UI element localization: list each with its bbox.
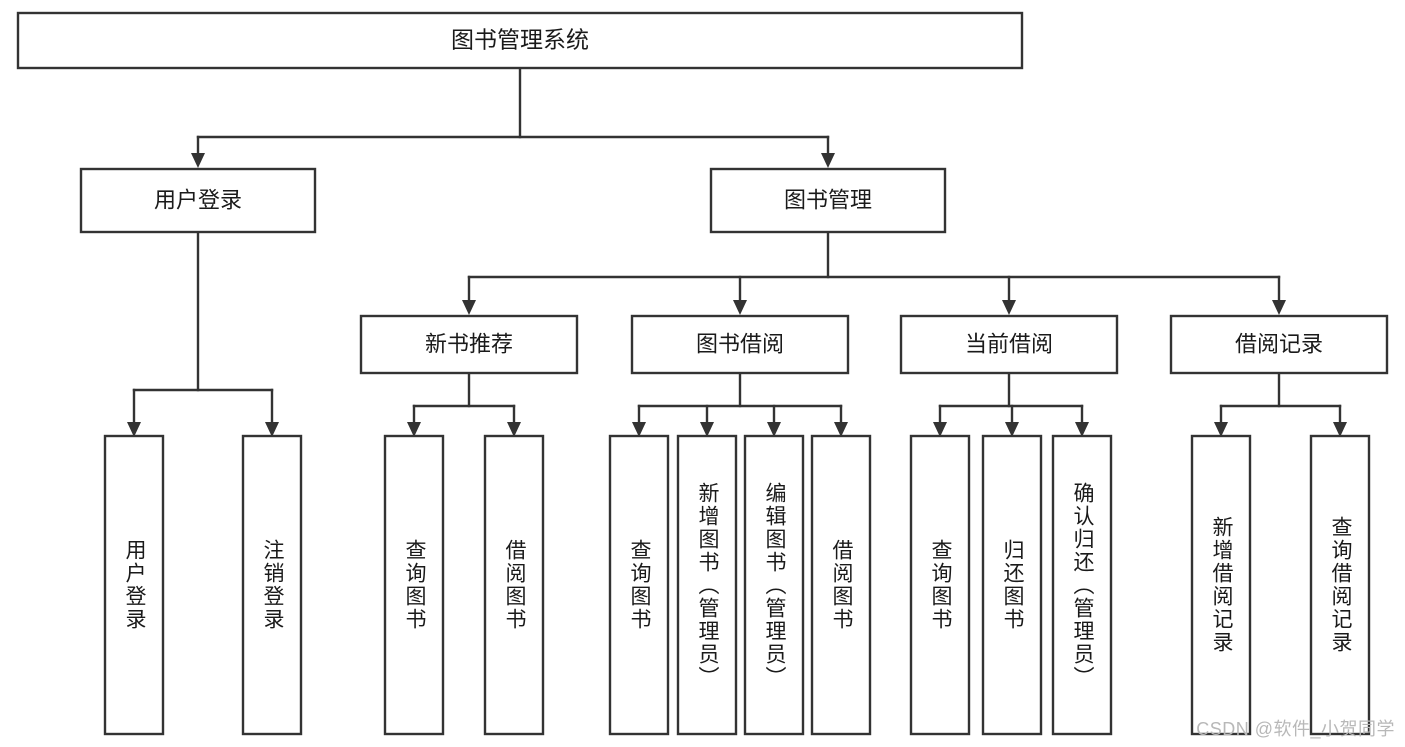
node-label-level3-1: 图书借阅 bbox=[696, 331, 784, 356]
node-label-root: 图书管理系统 bbox=[451, 27, 589, 53]
node-label-level3-0: 新书推荐 bbox=[425, 331, 513, 356]
node-box-leaf-11[interactable] bbox=[1190, 434, 1252, 736]
arrow-head-icon bbox=[1002, 300, 1016, 315]
node-box-leaf-8[interactable] bbox=[909, 434, 971, 736]
node-box-leaf-5[interactable] bbox=[676, 434, 738, 736]
arrow-head-icon bbox=[1005, 422, 1019, 437]
arrow-head-icon bbox=[191, 153, 205, 168]
arrow-head-icon bbox=[407, 422, 421, 437]
node-box-leaf-1[interactable] bbox=[241, 434, 303, 736]
node-boxes-layer bbox=[16, 11, 1389, 736]
arrow-head-icon bbox=[632, 422, 646, 437]
node-box-leaf-7[interactable] bbox=[810, 434, 872, 736]
arrow-head-icon bbox=[507, 422, 521, 437]
arrow-head-icon bbox=[1272, 300, 1286, 315]
node-box-leaf-6[interactable] bbox=[743, 434, 805, 736]
arrow-head-icon bbox=[127, 422, 141, 437]
node-box-level3-2[interactable] bbox=[899, 314, 1119, 375]
watermark-text: CSDN @软件_小贺同学 bbox=[1196, 719, 1395, 739]
arrow-head-icon bbox=[821, 153, 835, 168]
node-label-level3-3: 借阅记录 bbox=[1235, 331, 1323, 356]
arrow-head-icon bbox=[1333, 422, 1347, 437]
node-box-leaf-3[interactable] bbox=[483, 434, 545, 736]
node-box-leaf-2[interactable] bbox=[383, 434, 445, 736]
node-box-leaf-0[interactable] bbox=[103, 434, 165, 736]
node-box-level3-3[interactable] bbox=[1169, 314, 1389, 375]
arrow-head-icon bbox=[700, 422, 714, 437]
node-box-leaf-9[interactable] bbox=[981, 434, 1043, 736]
node-label-level2-0: 用户登录 bbox=[154, 187, 242, 212]
node-box-level2-0[interactable] bbox=[79, 167, 317, 234]
node-box-root[interactable] bbox=[16, 11, 1024, 70]
arrow-head-icon bbox=[733, 300, 747, 315]
arrow-head-icon bbox=[834, 422, 848, 437]
node-box-level3-0[interactable] bbox=[359, 314, 579, 375]
node-box-level2-1[interactable] bbox=[709, 167, 947, 234]
node-label-level3-2: 当前借阅 bbox=[965, 331, 1053, 356]
node-box-leaf-12[interactable] bbox=[1309, 434, 1371, 736]
arrow-head-icon bbox=[767, 422, 781, 437]
node-box-level3-1[interactable] bbox=[630, 314, 850, 375]
node-label-level2-1: 图书管理 bbox=[784, 187, 872, 212]
arrow-head-icon bbox=[1214, 422, 1228, 437]
arrow-head-icon bbox=[265, 422, 279, 437]
arrow-head-icon bbox=[933, 422, 947, 437]
connector-links-layer bbox=[127, 66, 1347, 437]
node-box-leaf-4[interactable] bbox=[608, 434, 670, 736]
node-box-leaf-10[interactable] bbox=[1051, 434, 1113, 736]
arrow-head-icon bbox=[1075, 422, 1089, 437]
arrow-head-icon bbox=[462, 300, 476, 315]
